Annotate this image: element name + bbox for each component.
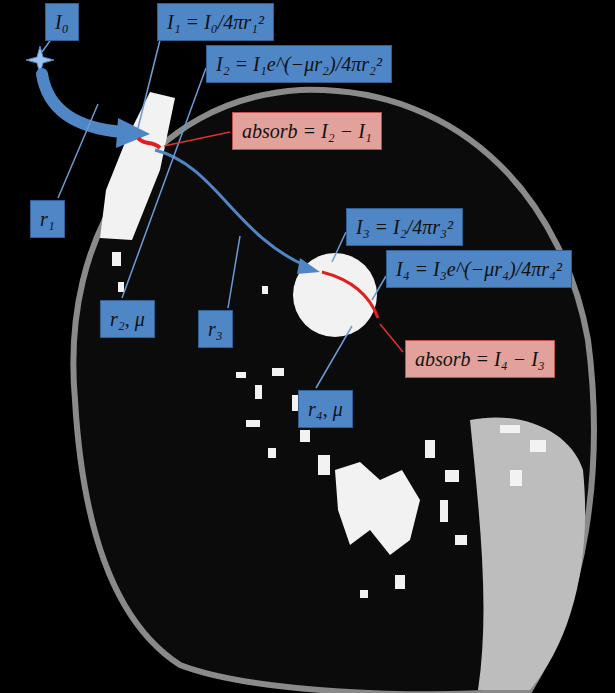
distance-box: r₄, μ	[298, 390, 353, 428]
grey-tissue	[470, 417, 585, 690]
box-text: I₀	[55, 11, 69, 33]
scatter-arrow	[155, 150, 306, 266]
formula-box: I₃ = I₂/4πr₃²	[346, 208, 463, 246]
box-text: I₄ = I₃e^(−μr₄)/4πr₄²	[396, 258, 562, 280]
box-text: absorb = I₂ − I₁	[242, 120, 372, 142]
scatter-arrowhead	[297, 258, 320, 274]
box-text: absorb = I₄ − I₃	[415, 348, 545, 370]
formula-box: I₄ = I₃e^(−μr₄)/4πr₄²	[386, 250, 572, 288]
absorb-path	[322, 272, 378, 318]
absorption-box: absorb = I₂ − I₁	[232, 112, 382, 150]
box-text: r₁	[40, 208, 55, 230]
primary-arrow	[42, 74, 122, 132]
distance-box: r₁	[30, 200, 65, 238]
box-text: r₄, μ	[308, 398, 343, 420]
absorption-box: absorb = I₄ − I₃	[405, 340, 555, 378]
box-text: I₁ = I₀/4πr₁²	[167, 11, 264, 33]
box-text: r₂, μ	[110, 308, 145, 330]
head-outline	[73, 90, 594, 693]
box-text: I₃ = I₂/4πr₃²	[356, 216, 453, 238]
box-text: r₃	[208, 318, 223, 340]
box-text: I₂ = I₁e^(−μr₂)/4πr₂²	[216, 53, 382, 75]
distance-box: r₃	[198, 310, 233, 348]
formula-box: I₁ = I₀/4πr₁²	[157, 3, 274, 41]
formula-box: I₀	[45, 3, 79, 41]
distance-box: r₂, μ	[100, 300, 155, 338]
leader-lines	[42, 38, 386, 388]
absorb-path	[138, 138, 160, 148]
formula-box: I₂ = I₁e^(−μr₂)/4πr₂²	[206, 45, 392, 83]
